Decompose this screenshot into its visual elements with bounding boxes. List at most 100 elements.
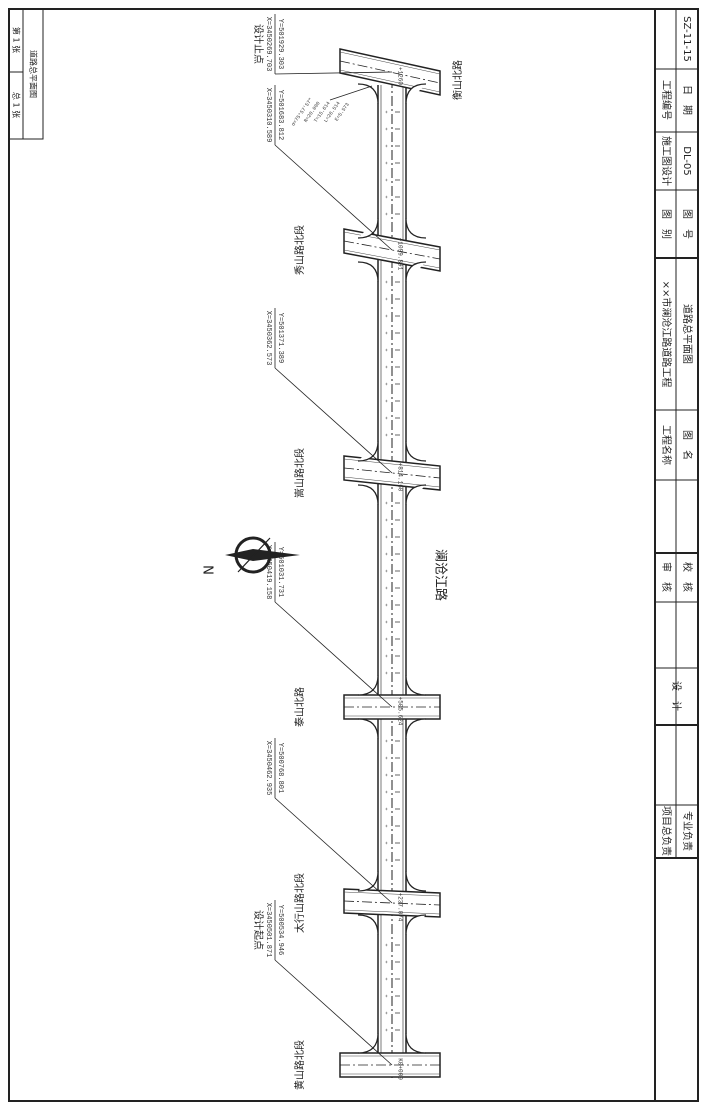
coordinate-x: X=3450419.158 [264, 545, 272, 600]
cross-road-name: 嵩山路北段 [293, 448, 306, 498]
chainage-tick-label: + [383, 841, 389, 844]
discipline-lead-label: 专业负责 [681, 811, 694, 851]
coordinate-y: Y=500768.801 [276, 743, 284, 793]
chainage-tick-label: + [383, 773, 389, 776]
chainage-tick-label: + [383, 144, 389, 147]
intersection-chainage: K0+000 [396, 1058, 403, 1080]
design-point-label: 设计止点 [252, 24, 265, 64]
chainage-tick-label: + [383, 297, 389, 300]
chainage-tick-label: + [383, 654, 389, 657]
chainage-tick-label: + [383, 943, 389, 946]
project-number-value: SZ-11-15 [681, 16, 692, 62]
cross-road-name: 衡山北路 [451, 60, 464, 100]
project-lead-label: 项目总负责 [660, 806, 673, 856]
coordinate-y: Y=501929.303 [276, 19, 284, 69]
cross-road-name: 秀山路北段 [293, 225, 306, 275]
coordinate-leader [274, 144, 393, 251]
coordinate-y: Y=501371.389 [276, 313, 284, 363]
reviewer-label: 审 核 [660, 562, 673, 592]
drawing-number-value: DL-05 [681, 146, 692, 175]
chainage-tick-label: + [383, 824, 389, 827]
coordinate-leader [274, 601, 393, 708]
coordinate-x: X=3450462.935 [264, 741, 272, 796]
intersection-1 [339, 1032, 441, 1078]
chainage-tick-label: + [383, 552, 389, 555]
corner-curb [357, 261, 379, 283]
coordinate-x: X=3450310.589 [264, 88, 272, 143]
chainage-tick-label: + [383, 365, 389, 368]
chainage-tick-label: + [383, 110, 389, 113]
intersection-chainage: +814.160 [396, 463, 403, 492]
cross-road-lane [343, 909, 441, 915]
coordinate-x: X=3450269.703 [264, 17, 272, 72]
category-label: 图 别 [660, 209, 672, 239]
coordinate-y: Y=501683.812 [276, 90, 284, 140]
cross-road-centerline [343, 467, 441, 479]
north-arrow-needle [225, 549, 300, 561]
corner-curb [357, 914, 379, 936]
chainage-tick-label: + [383, 960, 389, 963]
cross-road-name: 泰山北路 [293, 687, 306, 727]
intersection-chainage: +505.624 [396, 697, 403, 726]
chainage-tick-label: + [383, 501, 389, 504]
cross-road-lane [343, 891, 441, 897]
corner-curb [405, 914, 427, 936]
chainage-tick-label: + [383, 739, 389, 742]
chainage-tick-label: + [383, 161, 389, 164]
chainage-tick-label: + [383, 1011, 389, 1014]
north-label: N [200, 565, 215, 575]
curve-leader [329, 85, 373, 101]
cross-road-lane [343, 249, 441, 269]
project-name-label: 工程名称 [660, 425, 673, 465]
chainage-tick-label: + [383, 127, 389, 130]
sheet-page-number: 第 1 张 [12, 27, 22, 53]
chainage-tick-label: + [383, 331, 389, 334]
corner-curb [405, 261, 427, 283]
corner-curb [405, 217, 427, 239]
corner-curb [405, 484, 427, 506]
chainage-tick-label: + [383, 569, 389, 572]
corner-curb [405, 83, 427, 105]
drawing-frame [8, 8, 699, 1102]
coordinate-leader [274, 71, 393, 75]
chainage-tick-label: + [383, 195, 389, 198]
chainage-tick-label: + [383, 518, 389, 521]
intersection-chainage: +237.074 [396, 893, 403, 922]
corner-curb [405, 440, 427, 462]
cross-road-name: 太行山路北段 [293, 873, 306, 933]
date-label: 日 期 [681, 85, 693, 115]
cross-road-centerline [343, 240, 441, 260]
coordinate-leader [274, 367, 393, 474]
design-stage: 施工图设计 [660, 136, 673, 186]
coordinate-x: X=3450362.573 [264, 311, 272, 366]
corner-curb [405, 1032, 427, 1054]
drawing-name-label: 图 名 [681, 430, 694, 460]
corner-curb [405, 674, 427, 696]
chainage-tick-label: + [383, 637, 389, 640]
corner-curb [357, 484, 379, 506]
chainage-tick-label: + [383, 977, 389, 980]
cross-road-centerline [343, 900, 441, 906]
sheet-subtitle: 道路总平面图 [29, 50, 39, 98]
chainage-tick-label: + [383, 314, 389, 317]
project-number-label: 工程编号 [660, 80, 673, 120]
chainage-tick-label: + [383, 1028, 389, 1031]
cross-road-lane [339, 51, 441, 75]
corner-curb [357, 718, 379, 740]
intersection-chainage: +1099.891 [396, 238, 403, 271]
chainage-tick-label: + [383, 586, 389, 589]
chainage-tick-label: + [383, 433, 389, 436]
chainage-tick-label: + [383, 399, 389, 402]
cross-road-centerline [339, 60, 441, 84]
cross-road-lane [343, 231, 441, 251]
chainage-tick-label: + [383, 858, 389, 861]
road-name-label: 澜沧江路 [433, 549, 449, 601]
cross-road-name: 黄山路北段 [293, 1040, 306, 1090]
sheet-count-box [8, 8, 44, 140]
coordinate-y: Y=501031.731 [276, 547, 284, 597]
chainage-tick-label: + [383, 212, 389, 215]
chainage-tick-label: + [383, 620, 389, 623]
north-arrow-line [237, 537, 271, 573]
coordinate-x: X=3450501.871 [264, 903, 272, 958]
